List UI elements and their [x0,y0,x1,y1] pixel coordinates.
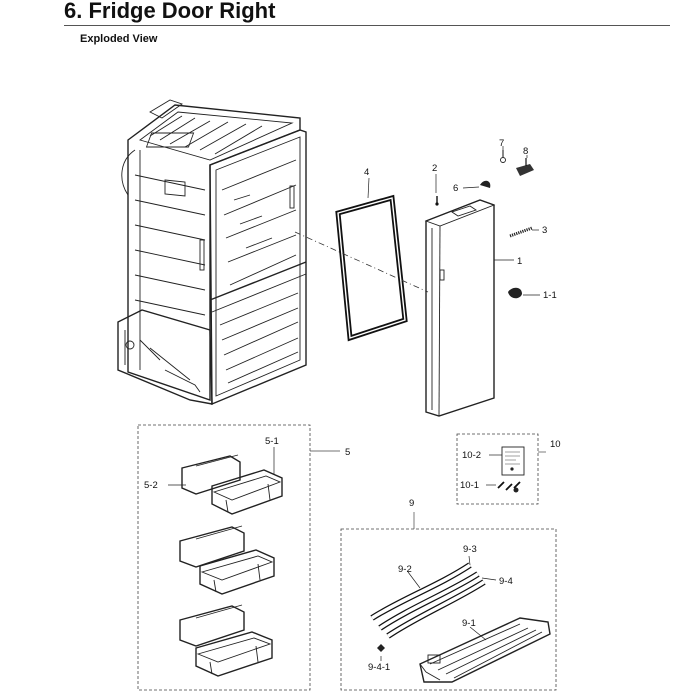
callout-9-3: 9-3 [463,544,477,555]
callout-5-2: 5-2 [144,480,158,491]
leader-lines [367,146,540,296]
alignment-line [294,231,429,293]
callout-9-2: 9-2 [398,564,412,575]
callout-4: 4 [364,167,369,178]
kit-group [456,433,546,505]
callout-2: 2 [432,163,437,174]
callout-10-1: 10-1 [460,480,479,491]
callout-10: 10 [550,439,561,450]
callout-9-4-1: 9-4-1 [368,662,390,673]
door-bins-group [137,424,340,691]
small-hinge-parts [435,150,534,299]
callout-6: 6 [453,183,458,194]
callout-9-1: 9-1 [462,618,476,629]
callout-1: 1 [517,256,522,267]
page-subtitle: Exploded View [80,33,158,45]
fridge-cabinet [117,99,307,406]
callout-9: 9 [409,498,414,509]
callout-9-4: 9-4 [499,576,513,587]
callout-5: 5 [345,447,350,458]
callout-10-2: 10-2 [462,450,481,461]
callout-8: 8 [523,146,528,157]
callout-7: 7 [499,138,504,149]
door-gasket [335,194,408,342]
tube-cover-group [340,512,557,691]
fridge-door [424,199,496,417]
callout-3: 3 [542,225,547,236]
title-rule [64,25,670,26]
callout-1-1: 1-1 [543,290,557,301]
page-title: 6. Fridge Door Right [64,0,276,23]
callout-5-1: 5-1 [265,436,279,447]
